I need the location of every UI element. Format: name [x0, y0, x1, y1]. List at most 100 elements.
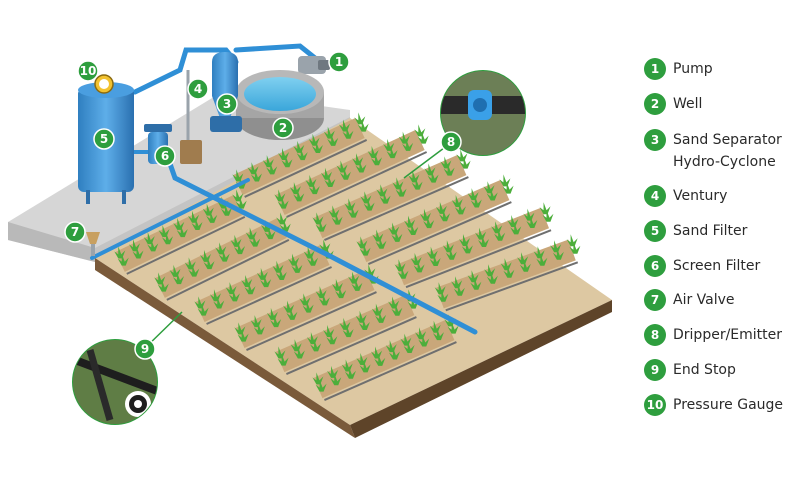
plant [519, 259, 531, 272]
legend-number: 6 [644, 255, 666, 277]
plant [312, 372, 324, 385]
plant [379, 191, 391, 204]
plant [342, 325, 354, 338]
plant [478, 235, 490, 248]
plant [173, 272, 185, 285]
plant [391, 229, 403, 242]
plant [503, 265, 515, 278]
plant [279, 219, 291, 232]
plant [392, 177, 404, 190]
plant [320, 167, 332, 180]
plant [344, 366, 356, 379]
plant [500, 258, 512, 271]
plant [209, 289, 221, 302]
plant [526, 216, 538, 229]
plant [432, 328, 444, 341]
plant [348, 271, 360, 284]
plant [426, 246, 438, 259]
legend-number: 3 [644, 129, 666, 151]
plant [484, 264, 496, 277]
plant [169, 264, 181, 277]
plant [232, 189, 244, 202]
plant [415, 327, 427, 340]
plant [331, 212, 343, 225]
plant [315, 286, 327, 299]
plant [331, 278, 343, 291]
plant [323, 126, 335, 139]
plant [447, 321, 459, 334]
plant [475, 227, 487, 240]
plant [413, 260, 425, 273]
plant [443, 163, 455, 176]
plant [176, 225, 188, 238]
plant [173, 217, 185, 230]
plant [215, 242, 227, 255]
well-icon [236, 70, 324, 140]
plant [266, 162, 278, 175]
plant [308, 182, 320, 195]
plant [328, 205, 340, 218]
badge-number: 5 [100, 132, 108, 146]
plant [502, 181, 514, 194]
plant [400, 333, 412, 346]
plant [359, 243, 371, 256]
plant [234, 242, 246, 255]
legend-number: 7 [644, 289, 666, 311]
plant [225, 282, 237, 295]
badge-number: 8 [447, 135, 455, 149]
plant [423, 216, 435, 229]
badge-number: 10 [80, 64, 97, 78]
plant [302, 300, 314, 313]
drip-line [246, 291, 377, 351]
plant [270, 315, 282, 328]
planting-beds [114, 112, 581, 401]
plant [376, 184, 388, 197]
plant [375, 236, 387, 249]
plant [327, 133, 339, 146]
plant [315, 219, 327, 232]
plant [158, 225, 170, 238]
plant [342, 126, 354, 139]
plant [402, 138, 414, 151]
plant [352, 153, 364, 166]
plant [299, 293, 311, 306]
legend-item-screen-filter: 6 Screen Filter [644, 255, 760, 277]
plant [358, 318, 370, 331]
plant [459, 156, 471, 169]
plant [249, 234, 261, 247]
plant [375, 310, 387, 323]
legend-item-pump: 1 Pump [644, 58, 713, 80]
plant [157, 279, 169, 292]
plant [552, 247, 564, 260]
plant [536, 253, 548, 266]
plant [566, 234, 578, 247]
plant [339, 317, 351, 330]
plant [388, 347, 400, 360]
badge-number: 9 [141, 342, 149, 356]
plant [435, 201, 447, 214]
drip-line [445, 261, 579, 312]
plant [451, 276, 463, 289]
plant [336, 160, 348, 173]
plant [410, 252, 422, 265]
legend-number: 2 [644, 93, 666, 115]
plant [274, 346, 286, 359]
plant [307, 253, 319, 266]
plant [470, 277, 482, 290]
plant [199, 249, 211, 262]
legend-number: 5 [644, 220, 666, 242]
legend-item-end-stop: 9 End Stop [644, 359, 736, 381]
plant [403, 340, 415, 353]
plant [386, 146, 398, 159]
badge-circle [440, 131, 462, 153]
plant [383, 138, 395, 151]
plant [367, 146, 379, 159]
plant [326, 332, 338, 345]
legend-label: Pump [673, 61, 713, 77]
plant [218, 249, 230, 262]
plant [486, 188, 498, 201]
air-valve-icon [86, 232, 100, 256]
badge-circle [93, 128, 115, 150]
plant [241, 274, 253, 287]
